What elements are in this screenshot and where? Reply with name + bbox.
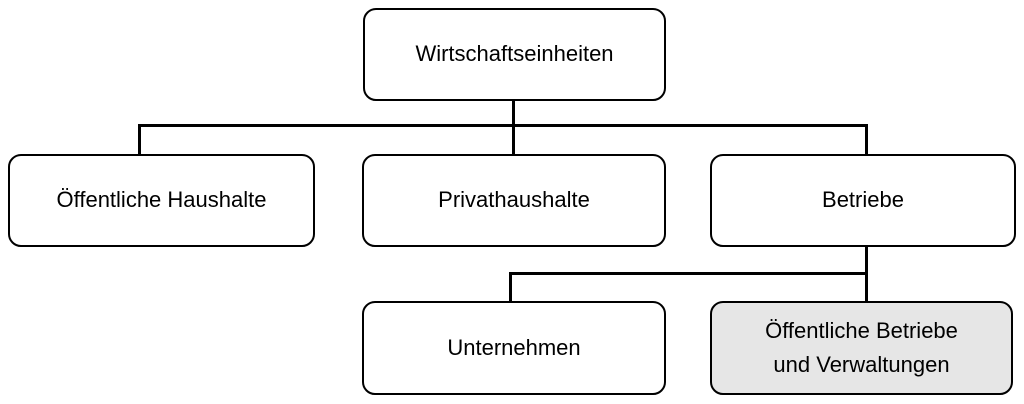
node-privathaushalte: Privathaushalte — [362, 154, 666, 247]
node-oeffentliche-haushalte: Öffentliche Haushalte — [8, 154, 315, 247]
edge-level2-bus — [138, 124, 868, 127]
node-oeffentliche-betriebe-und-verwaltungen: Öffentliche Betriebe und Verwaltungen — [710, 301, 1013, 395]
edge-bus2-to-unternehmen — [509, 272, 512, 302]
edge-level3-bus — [509, 272, 868, 275]
edge-bus-to-oeffentliche-haushalte — [138, 124, 141, 155]
node-betriebe: Betriebe — [710, 154, 1016, 247]
edge-root-to-bus — [512, 99, 515, 155]
edge-bus-to-betriebe — [865, 124, 868, 155]
node-unternehmen: Unternehmen — [362, 301, 666, 395]
node-wirtschaftseinheiten: Wirtschaftseinheiten — [363, 8, 666, 101]
